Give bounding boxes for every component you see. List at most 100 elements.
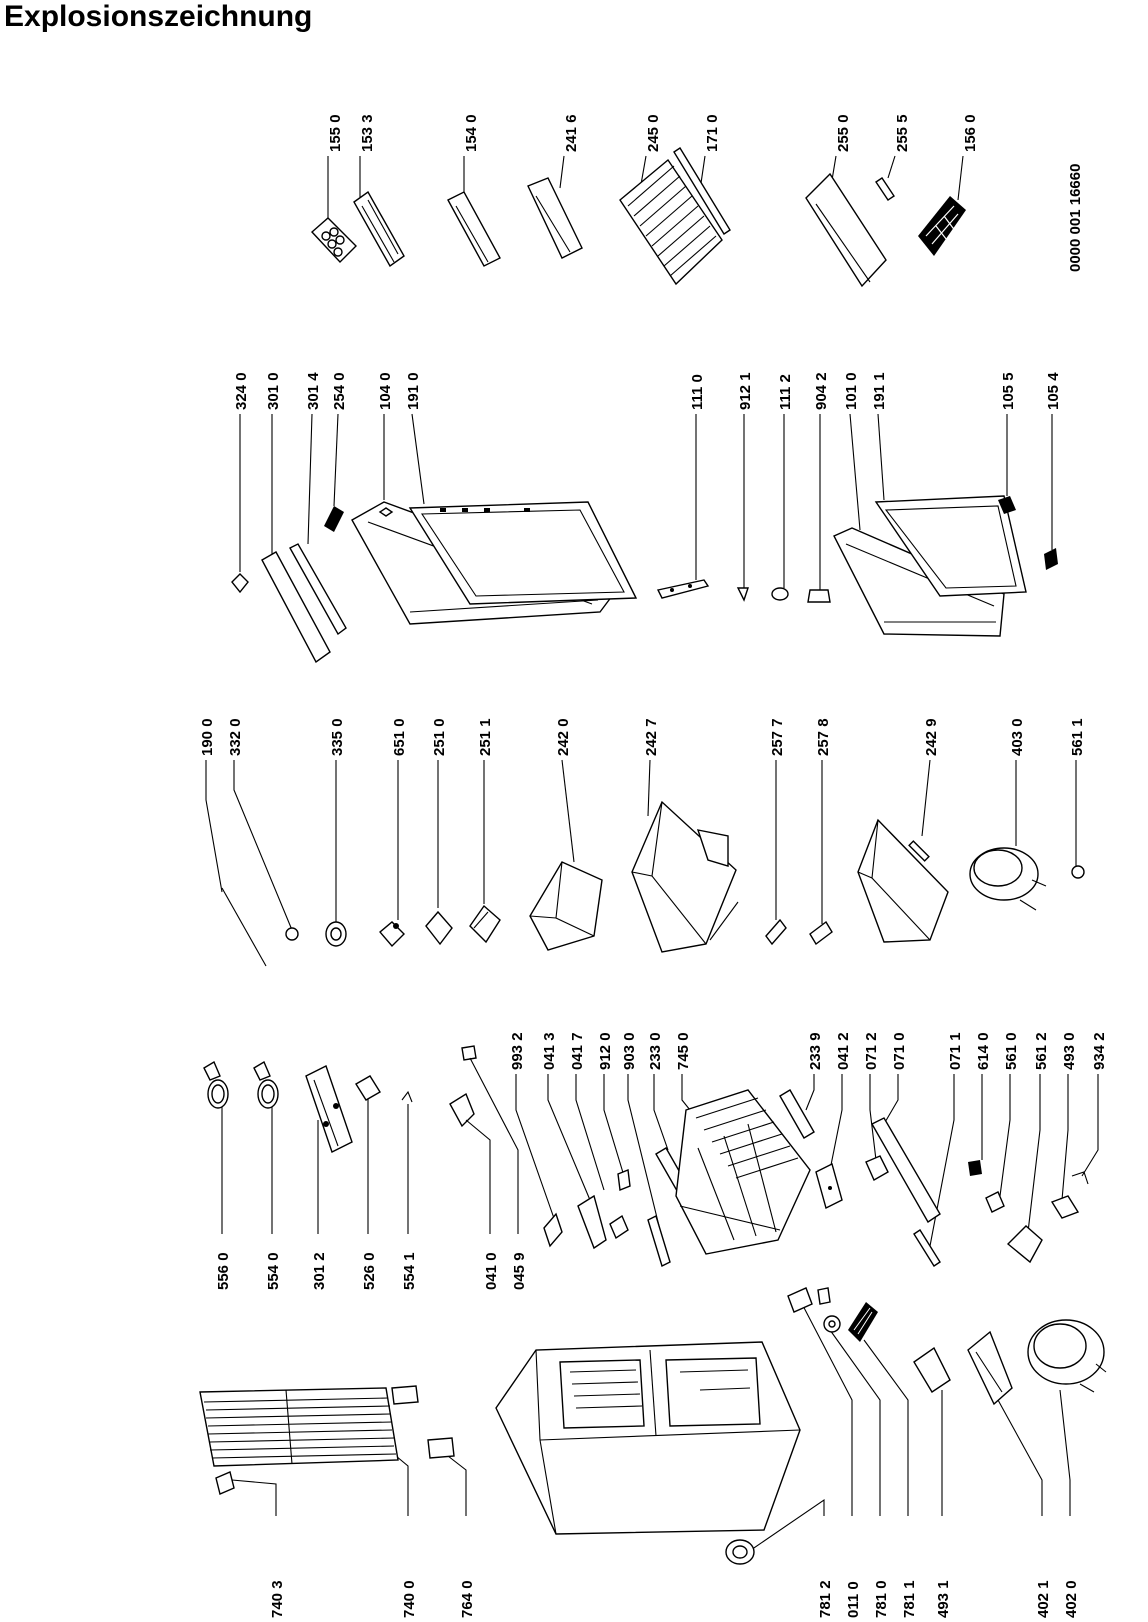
svg-text:554 1: 554 1 — [401, 1252, 418, 1290]
label-764-0: 764 0 — [459, 1580, 476, 1618]
svg-text:934 2: 934 2 — [1091, 1032, 1108, 1070]
label-111-2: 111 2 — [777, 374, 794, 410]
label-251-1: 251 1 — [477, 718, 494, 756]
label-781-0: 781 0 — [873, 1580, 890, 1618]
lamp-651-0 — [379, 921, 405, 948]
decal-324-0 — [231, 573, 249, 594]
svg-text:255 0: 255 0 — [835, 114, 852, 152]
label-745-0: 745 0 — [675, 1032, 692, 1070]
svg-text:191 1: 191 1 — [871, 372, 888, 410]
svg-text:301 2: 301 2 — [311, 1252, 328, 1290]
svg-text:156 0: 156 0 — [962, 114, 979, 152]
freezer-drawer-242-9 — [857, 818, 949, 943]
svg-text:105 4: 105 4 — [1045, 372, 1062, 410]
svg-text:101 0: 101 0 — [843, 372, 860, 410]
hinge-bracket-781-0 — [787, 1287, 831, 1313]
relay-561-2 — [1006, 1225, 1043, 1264]
svg-text:556 0: 556 0 — [215, 1252, 232, 1290]
label-105-5: 105 5 — [1000, 372, 1017, 410]
svg-text:402 0: 402 0 — [1063, 1580, 1080, 1618]
label-255-5: 255 5 — [894, 114, 911, 152]
svg-text:105 5: 105 5 — [1000, 372, 1017, 410]
label-740-0: 740 0 — [401, 1580, 418, 1618]
label-301-2: 301 2 — [311, 1252, 328, 1290]
svg-text:781 0: 781 0 — [873, 1580, 890, 1618]
bottle-shelf-241-6 — [527, 177, 583, 259]
handle-301-0 — [261, 551, 331, 664]
label-781-2: 781 2 — [817, 1580, 834, 1618]
label-233-0: 233 0 — [647, 1032, 664, 1070]
svg-text:257 7: 257 7 — [769, 718, 786, 756]
compressor-402-0 — [1027, 1319, 1107, 1393]
label-242-0: 242 0 — [555, 718, 572, 756]
lower-door-101-0 — [833, 527, 1005, 637]
ice-tray-156-0 — [918, 196, 966, 256]
svg-text:111 2: 111 2 — [777, 374, 794, 410]
svg-text:912 1: 912 1 — [737, 372, 754, 410]
wire-shelf-245-0 — [619, 158, 723, 286]
label-041-0: 041 0 — [483, 1252, 500, 1290]
strip-071-0 — [871, 1117, 941, 1223]
handle-cover-301-4 — [289, 543, 347, 636]
shelf-trim-255-5 — [875, 177, 895, 201]
svg-text:251 0: 251 0 — [431, 718, 448, 756]
svg-text:903 0: 903 0 — [621, 1032, 638, 1070]
svg-text:233 0: 233 0 — [647, 1032, 664, 1070]
clamp-561-0 — [985, 1191, 1005, 1213]
label-041-3: 041 3 — [541, 1032, 558, 1070]
lever-045-9 — [543, 1212, 563, 1248]
label-561-0: 561 0 — [1003, 1032, 1020, 1070]
label-740-3: 740 3 — [269, 1580, 286, 1618]
svg-text:402 1: 402 1 — [1035, 1580, 1052, 1618]
svg-text:764 0: 764 0 — [459, 1580, 476, 1618]
pin-993-2 — [461, 1045, 477, 1061]
handle-257-7 — [765, 918, 787, 946]
svg-text:154 0: 154 0 — [463, 114, 480, 152]
label-912-0: 912 0 — [597, 1032, 614, 1070]
label-245-0: 245 0 — [645, 114, 662, 152]
leaders-door-column — [239, 413, 1053, 590]
label-301-0: 301 0 — [265, 372, 282, 410]
spring-554-0 — [253, 1060, 279, 1109]
control-board-301-2 — [305, 1065, 353, 1153]
svg-text:740 3: 740 3 — [269, 1580, 286, 1618]
cover-493-0 — [1050, 1195, 1080, 1219]
hinge-111-0 — [656, 579, 710, 599]
svg-text:526 0: 526 0 — [361, 1252, 378, 1290]
compressor-403-0 — [969, 847, 1047, 911]
label-403-0: 403 0 — [1009, 718, 1026, 756]
svg-text:561 1: 561 1 — [1069, 718, 1086, 756]
bracket-041-3 — [577, 1194, 607, 1250]
door-gasket-191-1 — [874, 495, 1027, 597]
svg-text:041 7: 041 7 — [569, 1032, 586, 1070]
lamp-cover-251-1 — [469, 904, 501, 944]
screw-912-0 — [617, 1169, 631, 1191]
label-526-0: 526 0 — [361, 1252, 378, 1290]
label-071-1: 071 1 — [947, 1032, 964, 1070]
hinge-041-2 — [815, 1162, 843, 1210]
svg-text:191 0: 191 0 — [405, 372, 422, 410]
label-257-7: 257 7 — [769, 718, 786, 756]
label-255-0: 255 0 — [835, 114, 852, 152]
label-071-2: 071 2 — [863, 1032, 880, 1070]
door-shelf-153-3 — [353, 190, 405, 268]
cover-251-0 — [425, 910, 453, 946]
grille-781-1 — [848, 1302, 878, 1342]
svg-text:554 0: 554 0 — [265, 1252, 282, 1290]
label-556-0: 556 0 — [215, 1252, 232, 1290]
svg-text:301 0: 301 0 — [265, 372, 282, 410]
svg-text:011 0: 011 0 — [845, 1581, 862, 1618]
svg-text:335 0: 335 0 — [329, 718, 346, 756]
svg-text:301 4: 301 4 — [305, 372, 322, 410]
label-651-0: 651 0 — [391, 718, 408, 756]
label-233-9: 233 9 — [807, 1032, 824, 1070]
svg-text:241 6: 241 6 — [563, 114, 580, 152]
label-242-7: 242 7 — [643, 718, 660, 756]
svg-text:111 0: 111 0 — [689, 374, 706, 410]
label-402-1: 402 1 — [1035, 1580, 1052, 1618]
label-011-0: 011 0 — [845, 1581, 862, 1618]
svg-text:332 0: 332 0 — [227, 718, 244, 756]
label-071-0: 071 0 — [891, 1032, 908, 1070]
svg-text:257 8: 257 8 — [815, 718, 832, 756]
